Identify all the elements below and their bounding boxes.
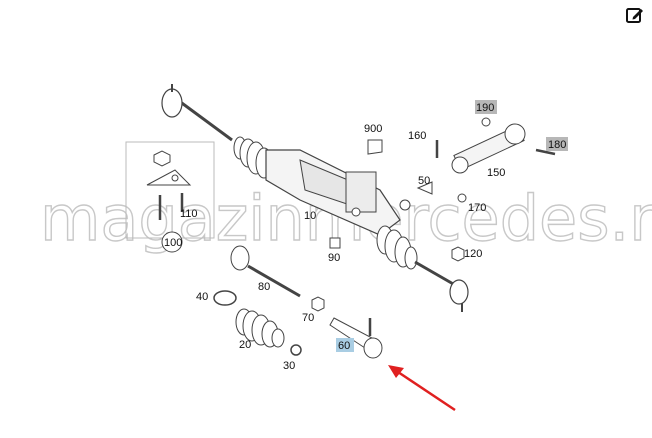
- label-60[interactable]: 60: [338, 340, 350, 352]
- label-50[interactable]: 50: [418, 175, 430, 187]
- part-150-shape: [451, 123, 526, 174]
- part-50-shape: [416, 181, 433, 195]
- label-30[interactable]: 30: [283, 360, 295, 372]
- part-900-shape: [367, 139, 383, 155]
- part-190-tag: [475, 100, 497, 114]
- label-120[interactable]: 120: [464, 248, 482, 260]
- part-90-shape: [329, 237, 341, 249]
- part-40-shape: [213, 290, 237, 306]
- part-190-shape: [481, 117, 491, 127]
- part-120-shape: [451, 246, 465, 262]
- label-40[interactable]: 40: [196, 291, 208, 303]
- part-60-shape[interactable]: [329, 317, 383, 359]
- label-70[interactable]: 70: [302, 312, 314, 324]
- part-70-shape: [311, 296, 325, 312]
- part-80-shape: [230, 245, 301, 298]
- part-180-tag: [546, 137, 568, 151]
- label-80[interactable]: 80: [258, 281, 270, 293]
- steering-rack[interactable]: [161, 84, 469, 312]
- part-20-shape: [235, 308, 285, 348]
- edit-icon[interactable]: [624, 4, 646, 26]
- label-100[interactable]: 100: [164, 237, 182, 249]
- part-100-shape: [161, 231, 183, 253]
- part-60-highlight: [336, 338, 354, 352]
- label-110[interactable]: 110: [180, 208, 198, 220]
- part-30-shape: [290, 344, 302, 356]
- label-10[interactable]: 10: [304, 210, 316, 222]
- label-900[interactable]: 900: [364, 123, 382, 135]
- label-90[interactable]: 90: [328, 252, 340, 264]
- label-170[interactable]: 170: [468, 202, 486, 214]
- label-180[interactable]: 180: [548, 139, 566, 151]
- part-180-shape: [535, 148, 556, 156]
- label-150[interactable]: 150: [487, 167, 505, 179]
- label-20[interactable]: 20: [239, 339, 251, 351]
- red-arrow-icon: [388, 365, 456, 412]
- label-190[interactable]: 190: [476, 102, 494, 114]
- label-160[interactable]: 160: [408, 130, 426, 142]
- part-170-shape: [457, 193, 467, 203]
